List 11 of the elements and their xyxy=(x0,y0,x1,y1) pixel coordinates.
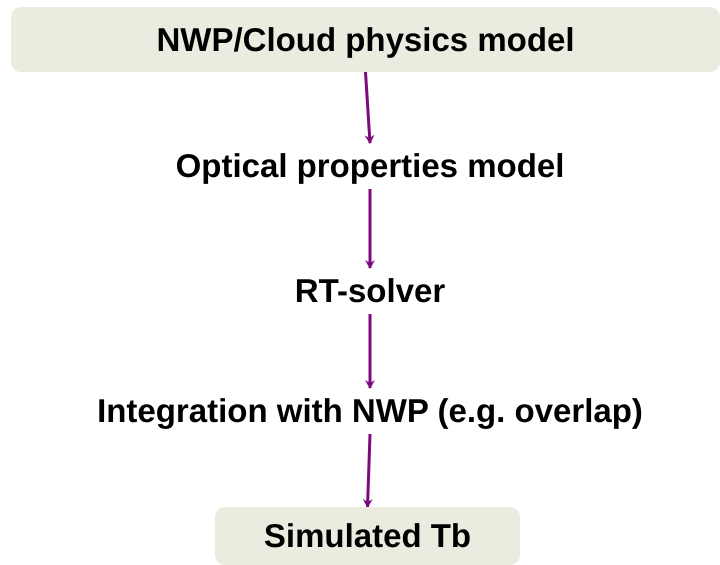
arrow xyxy=(362,434,373,508)
step-label: RT-solver xyxy=(294,272,446,310)
step-label: Integration with NWP (e.g. overlap) xyxy=(97,392,643,430)
process-box xyxy=(215,507,520,565)
arrow xyxy=(365,314,375,389)
arrow xyxy=(364,72,374,144)
process-box xyxy=(11,7,720,72)
box-label: Simulated Tb xyxy=(264,517,472,555)
step-label: Optical properties model xyxy=(176,147,564,185)
box-label: NWP/Cloud physics model xyxy=(156,20,575,58)
arrow xyxy=(365,189,375,269)
